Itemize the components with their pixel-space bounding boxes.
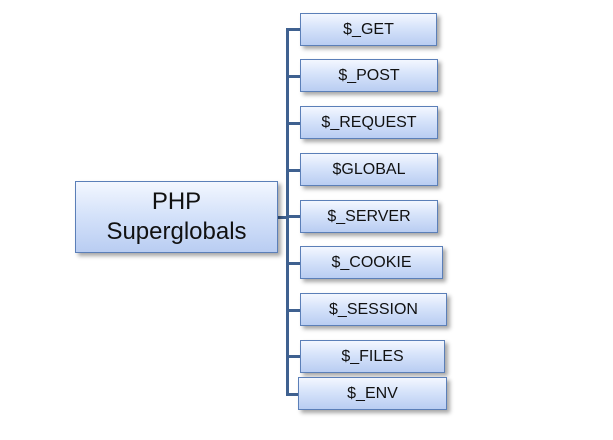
branch-cookie — [287, 262, 300, 265]
node-get: $_GET — [300, 13, 437, 46]
node-env: $_ENV — [298, 377, 447, 410]
node-session-label: $_SESSION — [329, 300, 418, 318]
branch-get — [287, 28, 300, 31]
node-cookie-label: $_COOKIE — [331, 253, 412, 271]
root-label-line2: Superglobals — [106, 218, 247, 245]
node-get-label: $_GET — [343, 20, 394, 38]
branch-env — [287, 393, 300, 396]
node-global-label: $GLOBAL — [332, 160, 406, 178]
node-files: $_FILES — [300, 340, 445, 373]
node-post: $_POST — [300, 59, 438, 92]
node-request-label: $_REQUEST — [321, 113, 417, 131]
node-server: $_SERVER — [300, 200, 438, 233]
node-request: $_REQUEST — [300, 106, 438, 139]
node-server-label: $_SERVER — [327, 207, 411, 225]
root-connector — [278, 216, 288, 219]
node-post-label: $_POST — [338, 66, 400, 84]
root-node: PHP Superglobals — [75, 181, 278, 253]
node-session: $_SESSION — [300, 293, 447, 326]
node-files-label: $_FILES — [341, 347, 404, 365]
vertical-connector — [286, 28, 289, 396]
branch-session — [287, 309, 300, 312]
branch-global — [287, 169, 300, 172]
branch-request — [287, 122, 300, 125]
branch-post — [287, 75, 300, 78]
node-env-label: $_ENV — [347, 384, 398, 402]
node-global: $GLOBAL — [300, 153, 438, 186]
root-label-line1: PHP — [151, 188, 202, 215]
branch-files — [287, 355, 300, 358]
branch-server — [287, 215, 300, 218]
node-cookie: $_COOKIE — [300, 246, 443, 279]
